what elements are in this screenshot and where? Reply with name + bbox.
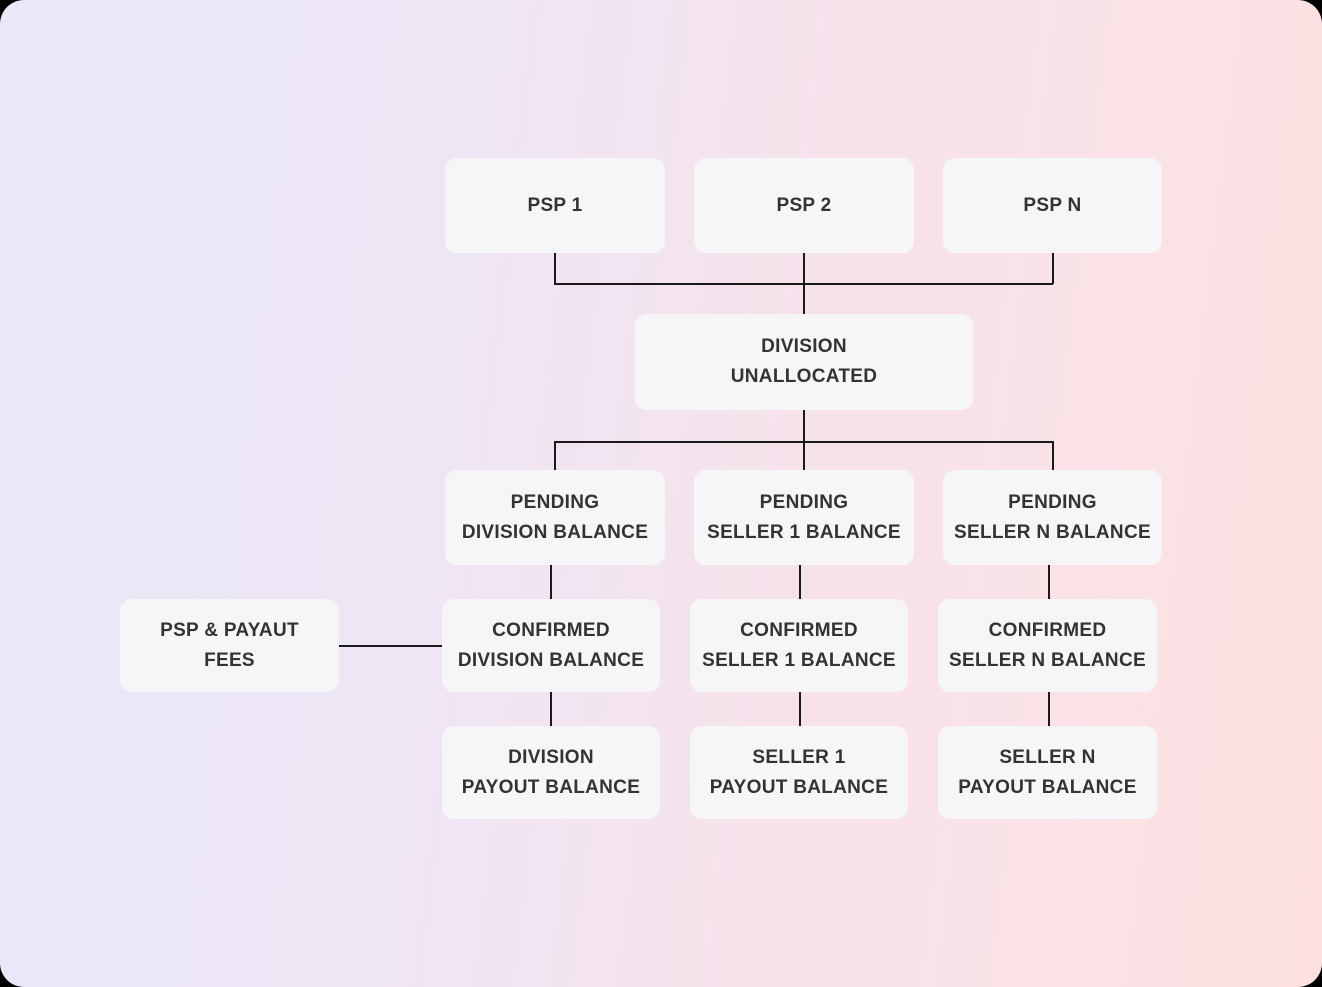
connector-confirmed-payout-sellern — [1048, 692, 1050, 726]
node-label: PSP N — [1023, 194, 1082, 216]
node-label: PSP 2 — [776, 194, 832, 216]
node-pending-seller-1-balance: PENDING SELLER 1 BALANCE — [694, 470, 914, 565]
node-psp-payaut-fees: PSP & PAYAUT FEES — [120, 599, 339, 692]
node-label-line1: DIVISION — [508, 746, 594, 768]
node-label-line1: DIVISION — [761, 336, 847, 357]
node-label-line1: PENDING — [1008, 491, 1097, 513]
node-psp-1: PSP 1 — [445, 158, 665, 253]
node-division-payout-balance: DIVISION PAYOUT BALANCE — [442, 726, 660, 819]
node-label-line1: PENDING — [510, 491, 600, 513]
connector-pending-division-stem — [554, 441, 556, 470]
connector-pending-rail — [554, 441, 1053, 443]
node-label-line2: SELLER N BALANCE — [954, 521, 1151, 543]
node-label-line2: UNALLOCATED — [730, 366, 878, 387]
node-label-line2: FEES — [204, 649, 255, 671]
connector-pspn-stem — [1052, 253, 1054, 284]
node-pending-division-balance: PENDING DIVISION BALANCE — [445, 470, 665, 565]
node-label-line1: CONFIRMED — [988, 619, 1107, 641]
node-seller-n-payout-balance: SELLER N PAYOUT BALANCE — [938, 726, 1157, 819]
node-label-line2: DIVISION BALANCE — [461, 521, 649, 543]
node-psp-2: PSP 2 — [694, 158, 914, 253]
connector-confirmed-payout-division — [550, 692, 552, 726]
node-label-line1: SELLER 1 — [752, 746, 846, 768]
node-label-line2: SELLER 1 BALANCE — [702, 649, 896, 671]
connector-pending-confirmed-sellern — [1048, 565, 1050, 599]
node-label-line1: SELLER N — [999, 746, 1096, 768]
node-label: PSP 1 — [527, 194, 583, 216]
node-label-line1: PENDING — [759, 491, 849, 513]
connector-pending-confirmed-seller1 — [799, 565, 801, 599]
node-label-line1: CONFIRMED — [740, 619, 858, 641]
connector-division-stem — [803, 410, 805, 470]
node-confirmed-seller-1-balance: CONFIRMED SELLER 1 BALANCE — [690, 599, 908, 692]
node-label-line1: CONFIRMED — [492, 619, 610, 641]
connector-psp-rail — [554, 283, 1053, 285]
node-seller-1-payout-balance: SELLER 1 PAYOUT BALANCE — [690, 726, 908, 819]
connector-pending-confirmed-division — [550, 565, 552, 599]
node-label-line1: PSP & PAYAUT — [160, 619, 299, 641]
connector-fees-confirmed-division — [339, 645, 442, 647]
node-label-line2: PAYOUT BALANCE — [709, 776, 889, 798]
connector-confirmed-payout-seller1 — [799, 692, 801, 726]
node-label-line2: SELLER N BALANCE — [949, 649, 1146, 671]
node-division-unallocated: DIVISION UNALLOCATED — [635, 314, 973, 410]
node-label-line2: PAYOUT BALANCE — [461, 776, 641, 798]
node-label-line2: PAYOUT BALANCE — [958, 776, 1137, 798]
node-confirmed-division-balance: CONFIRMED DIVISION BALANCE — [442, 599, 660, 692]
connector-pending-sellern-stem — [1052, 441, 1054, 470]
node-label-line2: DIVISION BALANCE — [457, 649, 645, 671]
node-pending-seller-n-balance: PENDING SELLER N BALANCE — [943, 470, 1162, 565]
node-label-line2: SELLER 1 BALANCE — [707, 521, 901, 543]
node-confirmed-seller-n-balance: CONFIRMED SELLER N BALANCE — [938, 599, 1157, 692]
node-psp-n: PSP N — [943, 158, 1162, 253]
connector-psp1-stem — [554, 253, 556, 284]
